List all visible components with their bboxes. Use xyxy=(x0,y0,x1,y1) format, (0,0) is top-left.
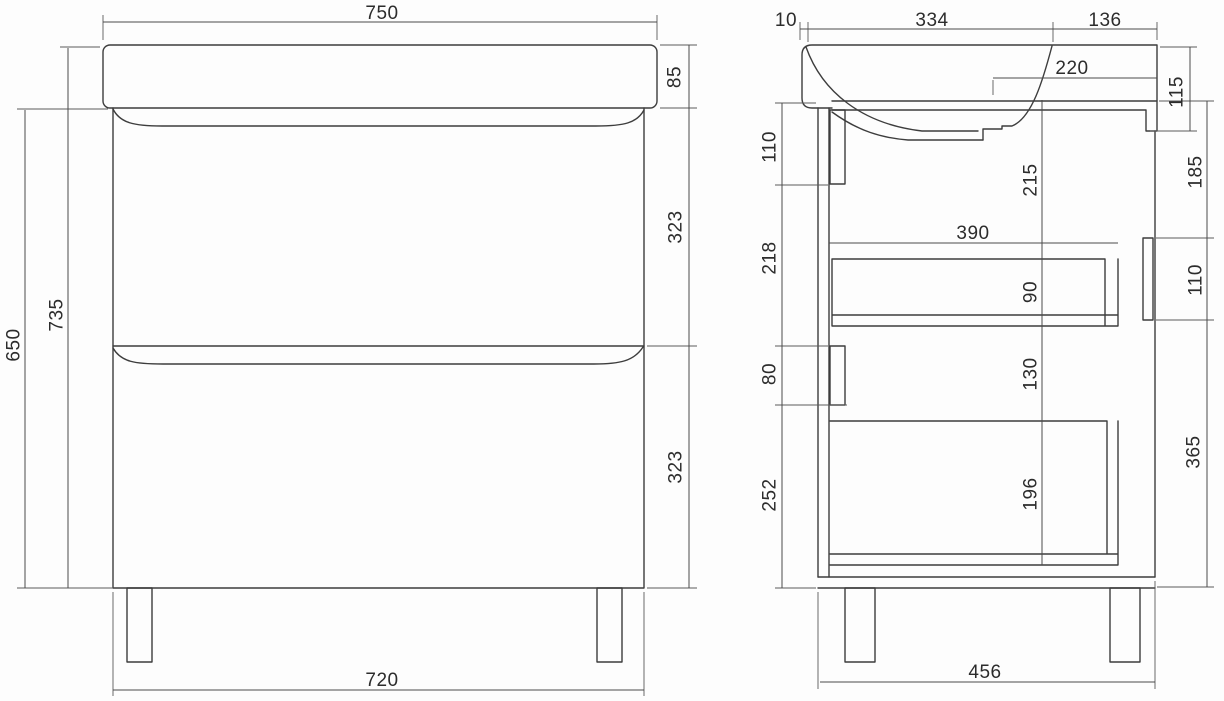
side-dim-bottom-drawer-box-height: 196 xyxy=(1021,477,1042,510)
side-bowl-drain-and-front-wall xyxy=(982,45,1053,141)
side-dim-base-depth: 456 xyxy=(968,662,1001,683)
side-dim-counter-to-handle: 185 xyxy=(1186,155,1207,188)
front-dim-cabinet-height: 650 xyxy=(4,328,25,361)
side-dim-handle-to-bottom: 365 xyxy=(1184,435,1205,468)
side-top-drawer-box xyxy=(831,258,1119,327)
side-dim-back-lower-span: 252 xyxy=(760,478,781,511)
front-dim-bottom-drawer-height: 323 xyxy=(666,450,687,483)
side-dim-drain-to-front: 220 xyxy=(1055,58,1088,79)
front-right-leg xyxy=(596,587,623,663)
side-handle-profile xyxy=(1142,237,1154,321)
side-dim-back-rail-height: 110 xyxy=(760,131,781,163)
side-back-leg xyxy=(844,587,876,663)
side-back-rail-top xyxy=(829,109,846,185)
front-left-leg xyxy=(126,587,153,663)
front-basin-outline xyxy=(102,44,658,109)
side-bottom-panel xyxy=(817,576,1156,589)
side-dim-drawer-depth: 390 xyxy=(956,223,989,244)
side-dim-basin-front-depth: 136 xyxy=(1088,10,1121,31)
front-drawer-handle-recess xyxy=(112,346,644,365)
side-dim-bowl-to-drawer: 215 xyxy=(1021,163,1042,196)
side-front-leg xyxy=(1109,587,1141,663)
side-view xyxy=(801,44,1158,663)
dimension-labels: 750 735 650 85 323 323 720 10 334 136 22… xyxy=(4,3,1207,691)
extension-lines xyxy=(17,15,1214,696)
front-dim-top-drawer-height: 323 xyxy=(666,210,687,243)
front-cabinet-body xyxy=(112,107,645,589)
side-dim-back-offset: 10 xyxy=(775,10,797,31)
side-bowl-outer-curve xyxy=(831,111,984,141)
side-back-rail-mid xyxy=(829,345,846,406)
side-dim-top-drawer-box-height: 90 xyxy=(1021,281,1042,303)
side-dim-back-mid-span: 218 xyxy=(760,241,781,274)
front-dim-total-height: 735 xyxy=(47,298,68,331)
side-bottom-drawer-box xyxy=(829,420,1119,566)
side-dim-drawer-gap: 130 xyxy=(1021,357,1042,390)
dimension-ticks xyxy=(16,13,1216,699)
front-dim-body-width: 720 xyxy=(365,670,398,691)
side-dim-basin-depth: 334 xyxy=(915,10,948,31)
side-dim-front-lip-height: 115 xyxy=(1167,76,1188,108)
side-counter-outline xyxy=(801,44,1158,132)
front-dim-basin-height: 85 xyxy=(665,66,686,88)
side-dim-handle-height: 110 xyxy=(1186,264,1207,296)
dimension-lines xyxy=(24,21,1208,691)
side-back-panel xyxy=(817,107,830,578)
front-dim-overall-width: 750 xyxy=(365,3,398,24)
side-bowl-inner-curve xyxy=(805,46,979,132)
side-dim-mid-rail-height: 80 xyxy=(760,363,781,385)
front-under-basin-recess xyxy=(112,108,645,127)
front-view xyxy=(102,44,658,663)
